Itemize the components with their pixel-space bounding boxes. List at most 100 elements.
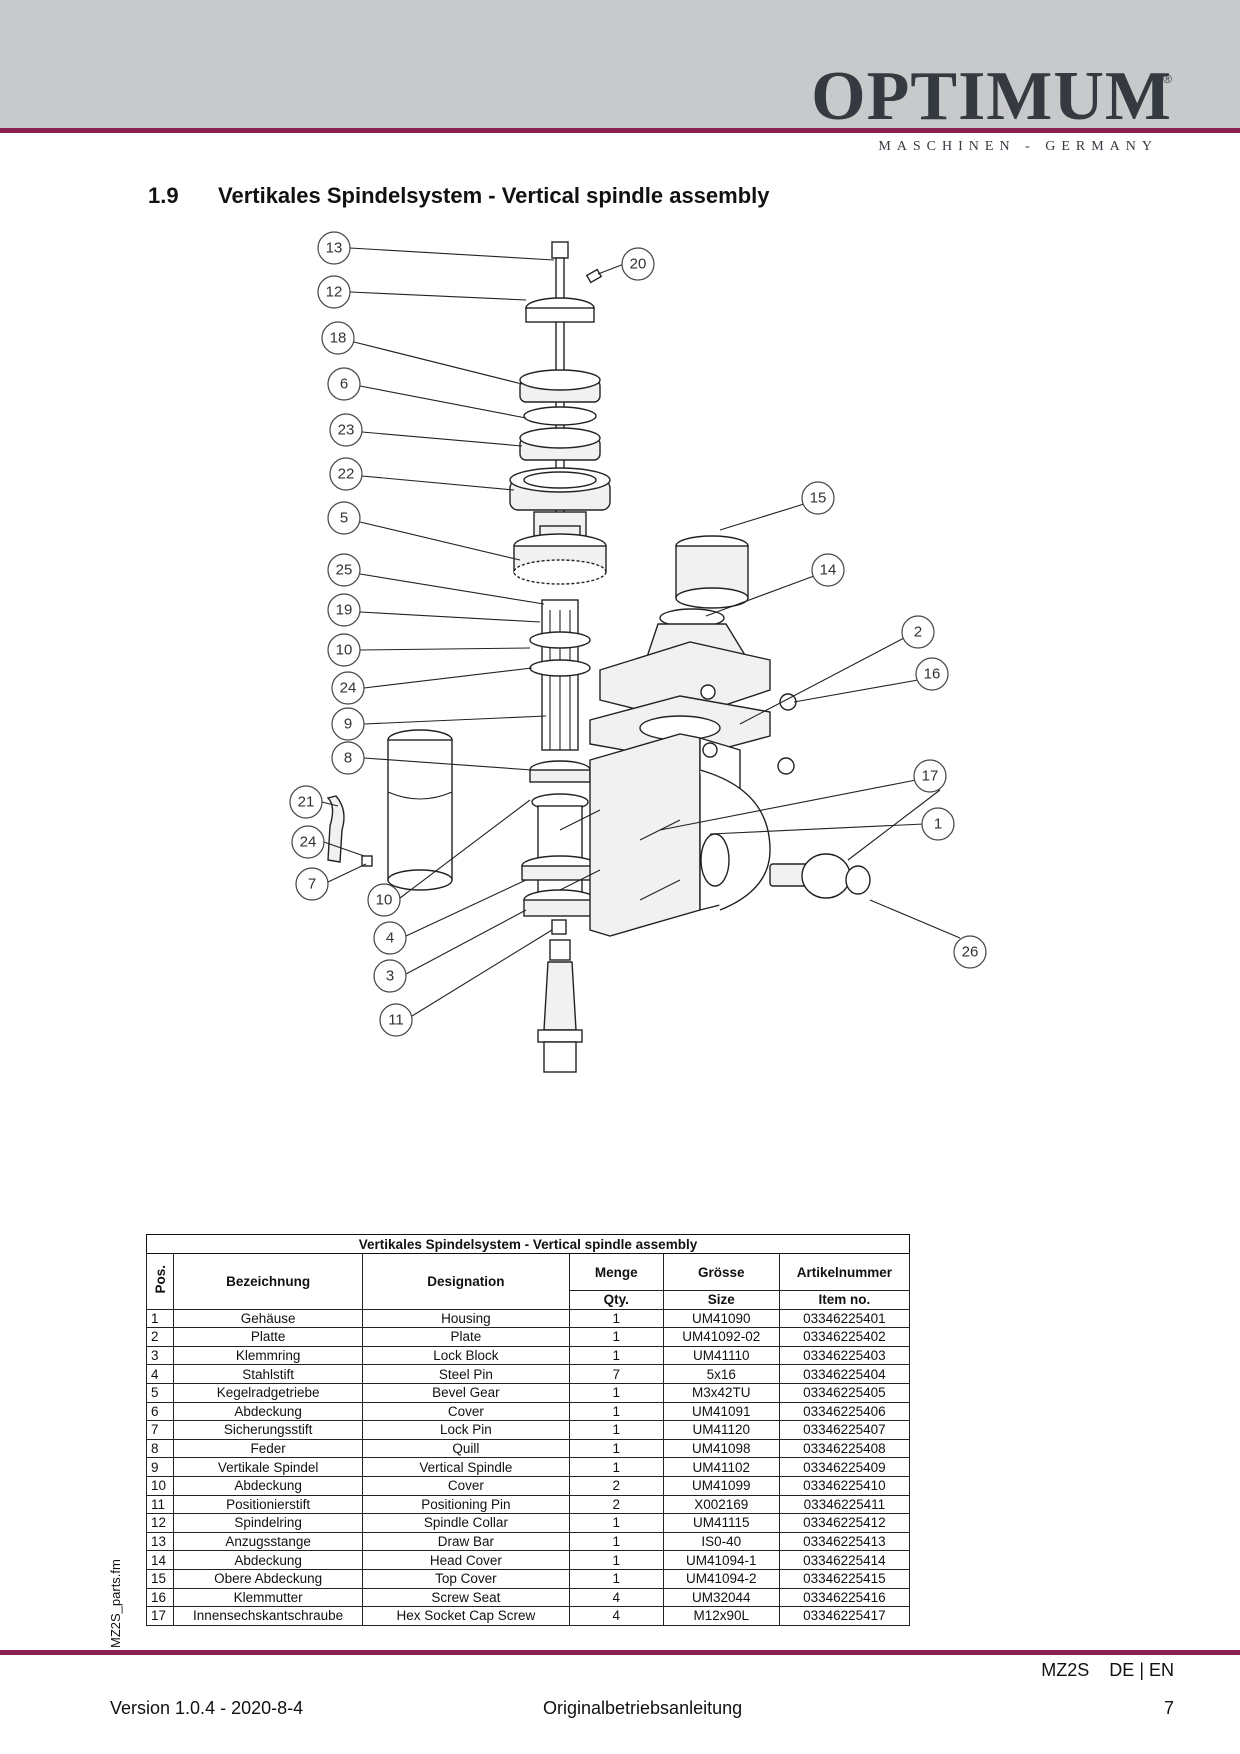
cell-pos: 8 (145, 1438, 175, 1459)
cell-designation: Hex Socket Cap Screw (361, 1606, 570, 1626)
callout-circle (801, 481, 835, 515)
cell-item-no: 03346225409 (778, 1457, 911, 1477)
callout-4: 4 (373, 921, 407, 955)
clamp-nuts (700, 684, 797, 775)
cell-size: UM41094-1 (662, 1550, 780, 1570)
callout-circle (291, 825, 325, 859)
cell-pos: 2 (145, 1327, 175, 1347)
section-number: 1.9 (148, 183, 179, 208)
callout-circle (289, 785, 323, 819)
callout-21: 21 (289, 785, 323, 819)
header-band (0, 0, 1240, 128)
cell-bezeichnung: Feder (173, 1438, 363, 1459)
cell-designation: Cover (361, 1475, 570, 1496)
callout-11: 11 (379, 1003, 413, 1037)
page-number: 7 (1163, 1698, 1174, 1718)
callout-26: 26 (953, 935, 987, 969)
callout-number: 2 (914, 624, 922, 641)
callout-number: 15 (810, 490, 827, 507)
cell-designation: Spindle Collar (361, 1513, 570, 1533)
cell-designation: Vertical Spindle (361, 1457, 570, 1477)
cell-item-no: 03346225405 (778, 1382, 911, 1403)
callout-circle (621, 247, 655, 281)
cell-bezeichnung: Abdeckung (173, 1401, 363, 1422)
cell-pos: 14 (145, 1550, 175, 1570)
cell-qty: 4 (568, 1587, 664, 1608)
callout-number: 19 (336, 602, 353, 619)
cell-designation: Screw Seat (361, 1587, 570, 1608)
callout-circle (295, 867, 329, 901)
callout-number: 8 (344, 750, 352, 767)
callout-19: 19 (327, 593, 361, 627)
cell-designation: Positioning Pin (361, 1494, 570, 1515)
header-item-no: Item no. (778, 1290, 911, 1310)
callout-number: 18 (330, 330, 347, 347)
cell-bezeichnung: Abdeckung (173, 1475, 363, 1496)
footer-accent-rule (0, 1650, 1240, 1655)
header-menge: Menge (568, 1253, 664, 1291)
leader-lines (321, 247, 961, 1017)
cell-bezeichnung: Obere Abdeckung (173, 1568, 363, 1589)
callout-number: 22 (338, 466, 355, 483)
callout-2: 2 (901, 615, 935, 649)
cell-bezeichnung: Kegelradgetriebe (173, 1382, 363, 1403)
cell-bezeichnung: Stahlstift (173, 1364, 363, 1384)
bearing-stack (509, 369, 611, 511)
callout-circle (953, 935, 987, 969)
callout-24: 24 (291, 825, 325, 859)
cell-item-no: 03346225416 (778, 1587, 911, 1608)
cell-designation: Steel Pin (361, 1364, 570, 1384)
callout-8: 8 (331, 741, 365, 775)
callout-circle (327, 633, 361, 667)
callout-circle (317, 231, 351, 265)
cell-designation: Plate (361, 1327, 570, 1347)
cell-pos: 16 (145, 1587, 175, 1608)
callout-circle (331, 741, 365, 775)
callout-circle (327, 501, 361, 535)
callout-circle (901, 615, 935, 649)
cell-size: UM41091 (662, 1401, 780, 1422)
cell-size: UM41092-02 (662, 1327, 780, 1347)
callout-number: 10 (336, 642, 353, 659)
callout-number: 20 (630, 256, 647, 273)
cell-item-no: 03346225401 (778, 1308, 911, 1329)
cell-item-no: 03346225414 (778, 1550, 911, 1570)
callout-number: 12 (326, 284, 343, 301)
callout-circle (317, 275, 351, 309)
cell-size: M3x42TU (662, 1382, 780, 1403)
cell-pos: 5 (145, 1382, 175, 1403)
callout-5: 5 (327, 501, 361, 535)
logo-tagline: MASCHINEN - GERMANY (878, 139, 1158, 154)
cell-pos: 9 (145, 1457, 175, 1477)
cell-bezeichnung: Spindelring (173, 1513, 363, 1533)
cell-size: UM41110 (662, 1345, 780, 1366)
callout-circle (327, 553, 361, 587)
callout-circle (327, 593, 361, 627)
cell-qty: 1 (568, 1513, 664, 1533)
cell-bezeichnung: Klemmutter (173, 1587, 363, 1608)
cell-qty: 1 (568, 1401, 664, 1422)
callout-number: 23 (338, 422, 355, 439)
header-groesse: Grösse (662, 1253, 780, 1291)
cell-qty: 1 (568, 1327, 664, 1347)
registered-mark: ® (1163, 72, 1172, 86)
callout-9: 9 (331, 707, 365, 741)
callout-number: 13 (326, 240, 343, 257)
callout-20: 20 (621, 247, 655, 281)
callout-circle (327, 367, 361, 401)
cell-item-no: 03346225412 (778, 1513, 911, 1533)
nut-20 (585, 268, 603, 284)
callout-10: 10 (367, 883, 401, 917)
header-size: Size (662, 1290, 780, 1310)
cell-item-no: 03346225403 (778, 1345, 911, 1366)
cell-qty: 1 (568, 1382, 664, 1403)
cell-size: UM41099 (662, 1475, 780, 1496)
